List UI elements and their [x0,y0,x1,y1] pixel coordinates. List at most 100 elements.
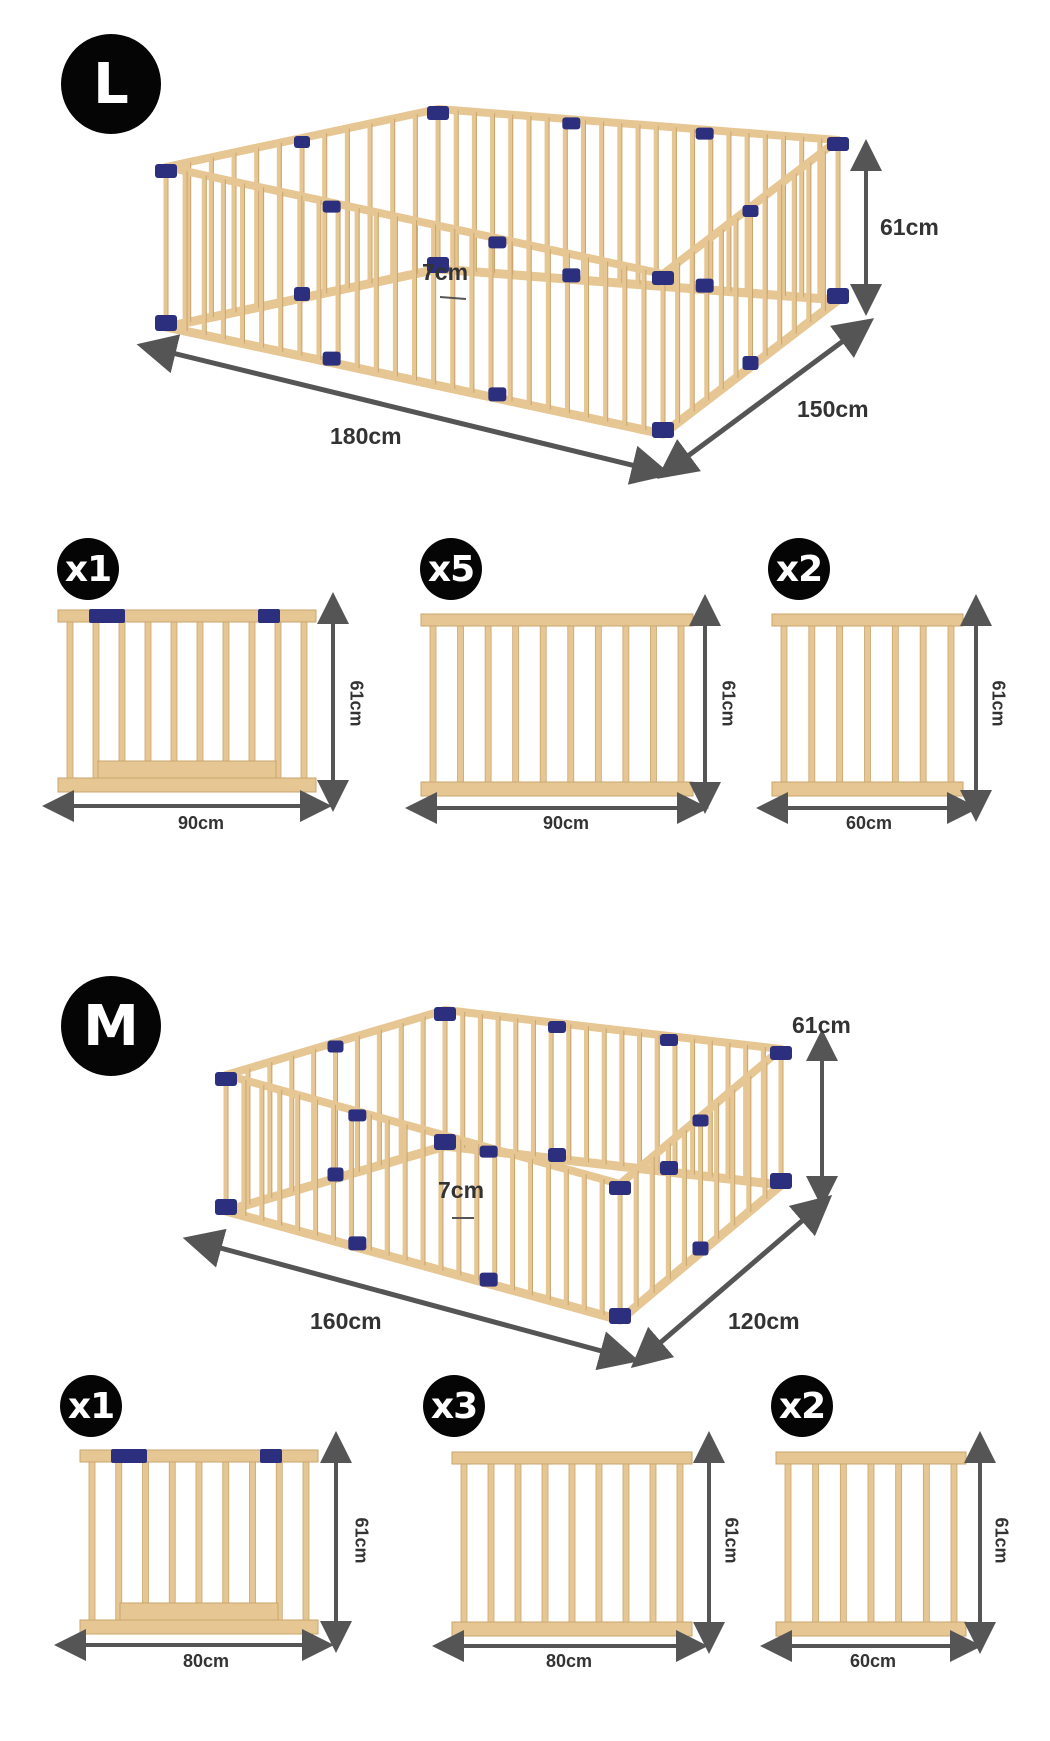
quantity-badge: x1 [57,538,119,600]
panel-height-label: 61cm [346,680,367,727]
panel-height-label: 61cm [718,680,739,727]
connector [660,1034,678,1046]
connector [488,387,507,402]
top-rail [441,1006,785,1053]
bar [275,1461,283,1621]
panel-80 [451,1451,693,1637]
dimension-arrow [656,318,875,479]
bar [947,625,955,783]
bar [567,625,575,783]
panel-height-label: 61cm [721,1517,742,1564]
connector [562,117,581,130]
bar [222,1461,230,1621]
connector [695,278,714,293]
panel-width-label: 90cm [543,813,590,833]
bar [808,625,816,783]
panel-width-label: 60cm [846,813,893,833]
quantity-badge: x2 [768,538,830,600]
connector [562,268,581,283]
bar [168,1461,176,1621]
bar [92,621,100,779]
connector [548,1021,566,1033]
connector [770,1173,792,1189]
dimension-arrow [630,1194,833,1369]
bar [677,625,685,783]
bar [568,1463,576,1623]
bar [950,1463,958,1623]
dimension-arrow [182,1228,640,1371]
bar [429,625,437,783]
bar [622,625,630,783]
bar [118,621,126,779]
bar [650,625,657,783]
bar [302,1461,310,1621]
bar [649,1463,657,1623]
bar [839,1463,847,1623]
connector [327,1167,344,1182]
bottom-rail [420,781,694,797]
top-rail [451,1451,693,1465]
connector [770,1046,792,1060]
panel-width-label: 80cm [183,1651,230,1671]
connector [548,1148,566,1162]
quantity-badge: x2 [771,1375,833,1437]
connector [488,236,507,249]
bar [487,1463,495,1623]
height-label: 61cm [880,214,939,240]
connector [215,1072,237,1086]
connector [695,127,714,140]
panel-width-label: 90cm [178,813,225,833]
panel-height-label: 61cm [351,1517,372,1564]
gate-threshold [97,760,277,779]
gate-hinge [258,609,280,623]
bottom-rail [57,777,317,793]
bottom-rail [771,781,964,797]
bar [512,625,520,783]
connector [427,106,449,120]
connector [479,1145,498,1158]
bar [780,625,788,783]
bar [895,1463,903,1623]
gate-panel-90 [57,609,317,793]
bar [622,1463,630,1623]
connector [652,271,674,285]
height-label: 61cm [792,1012,851,1038]
playpen-large [155,105,849,439]
connector [434,1134,456,1150]
width-label: 120cm [728,1308,800,1334]
bar [460,1463,468,1623]
connector [294,287,310,301]
gate-latch [89,609,125,623]
bar [539,625,547,783]
bar [249,1461,256,1621]
width-label: 150cm [797,396,869,422]
bar [864,625,871,783]
bar [457,625,464,783]
connector [322,351,341,366]
connector [348,1109,367,1122]
bar [222,621,230,779]
bar-gap-label: 7cm [422,259,469,285]
quantity-badge: x3 [423,1375,485,1437]
quantity-badge: x5 [420,538,482,600]
connector [294,136,310,148]
connector [155,164,177,178]
gap-marker [439,296,467,300]
bar [248,621,256,779]
bar [115,1461,123,1621]
bar [784,1463,792,1623]
connector [609,1308,631,1324]
connector [692,1241,709,1256]
length-label: 160cm [310,1308,382,1334]
bar [274,621,282,779]
connector [479,1272,498,1287]
bar [88,1461,96,1621]
bar [195,1461,203,1621]
bar [142,1461,149,1621]
bar [594,625,602,783]
connector [692,1114,709,1127]
playpen-medium [215,1006,792,1325]
bar [867,1463,875,1623]
panel-height-label: 61cm [991,1517,1012,1564]
